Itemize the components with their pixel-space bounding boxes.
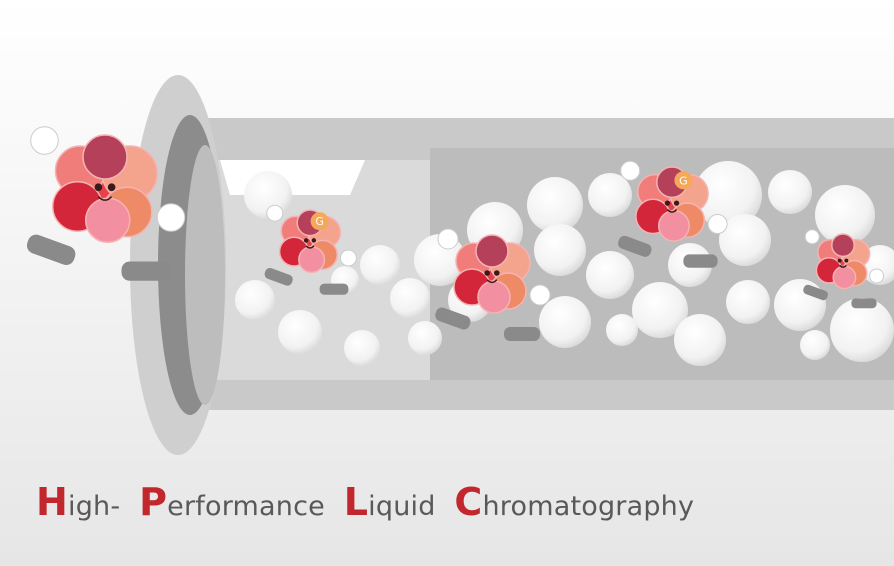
bead: [719, 214, 771, 266]
glycan-badge: [310, 212, 329, 231]
protein-character: [435, 228, 551, 341]
eye: [673, 200, 680, 206]
bead: [694, 161, 762, 229]
bead: [408, 321, 442, 355]
glycan-badge: [674, 171, 693, 190]
glycan-badge-label: G: [315, 215, 324, 228]
eye: [311, 238, 317, 243]
bead: [815, 185, 875, 245]
bead: [360, 245, 400, 285]
protein-character: [803, 229, 885, 309]
bead: [390, 278, 430, 318]
eye: [494, 270, 500, 276]
bead: [527, 177, 583, 233]
bead: [830, 298, 894, 362]
bead: [588, 173, 632, 217]
bead: [534, 224, 586, 276]
title-word-performance: Performance: [139, 480, 325, 524]
protein-character: G: [618, 160, 728, 268]
bead: [674, 314, 726, 366]
bead: [774, 279, 826, 331]
eye: [837, 258, 842, 263]
bead: [278, 310, 322, 354]
eye: [484, 270, 491, 276]
bead: [800, 330, 830, 360]
title-word-chromatography: Chromatography: [454, 480, 695, 524]
bead: [235, 280, 275, 320]
stationary-phase-beads: [235, 161, 894, 366]
bead: [632, 282, 688, 338]
protein-character: G: [264, 204, 357, 295]
page-title: High- Performance Liquid Chromatography: [36, 480, 704, 524]
title-word-high: High-: [36, 480, 121, 524]
bead: [606, 314, 638, 346]
bead: [768, 170, 812, 214]
bead: [539, 296, 591, 348]
eye: [107, 183, 116, 192]
eye: [303, 238, 309, 243]
analyte-characters: GG: [26, 126, 885, 341]
eye: [844, 258, 849, 263]
eye: [94, 183, 103, 192]
protein-character: [26, 126, 186, 281]
bead: [726, 280, 770, 324]
bead: [586, 251, 634, 299]
bead: [344, 330, 380, 366]
glycan-badge-label: G: [679, 174, 688, 187]
title-word-liquid: Liquid: [343, 480, 436, 524]
eye: [664, 200, 671, 206]
